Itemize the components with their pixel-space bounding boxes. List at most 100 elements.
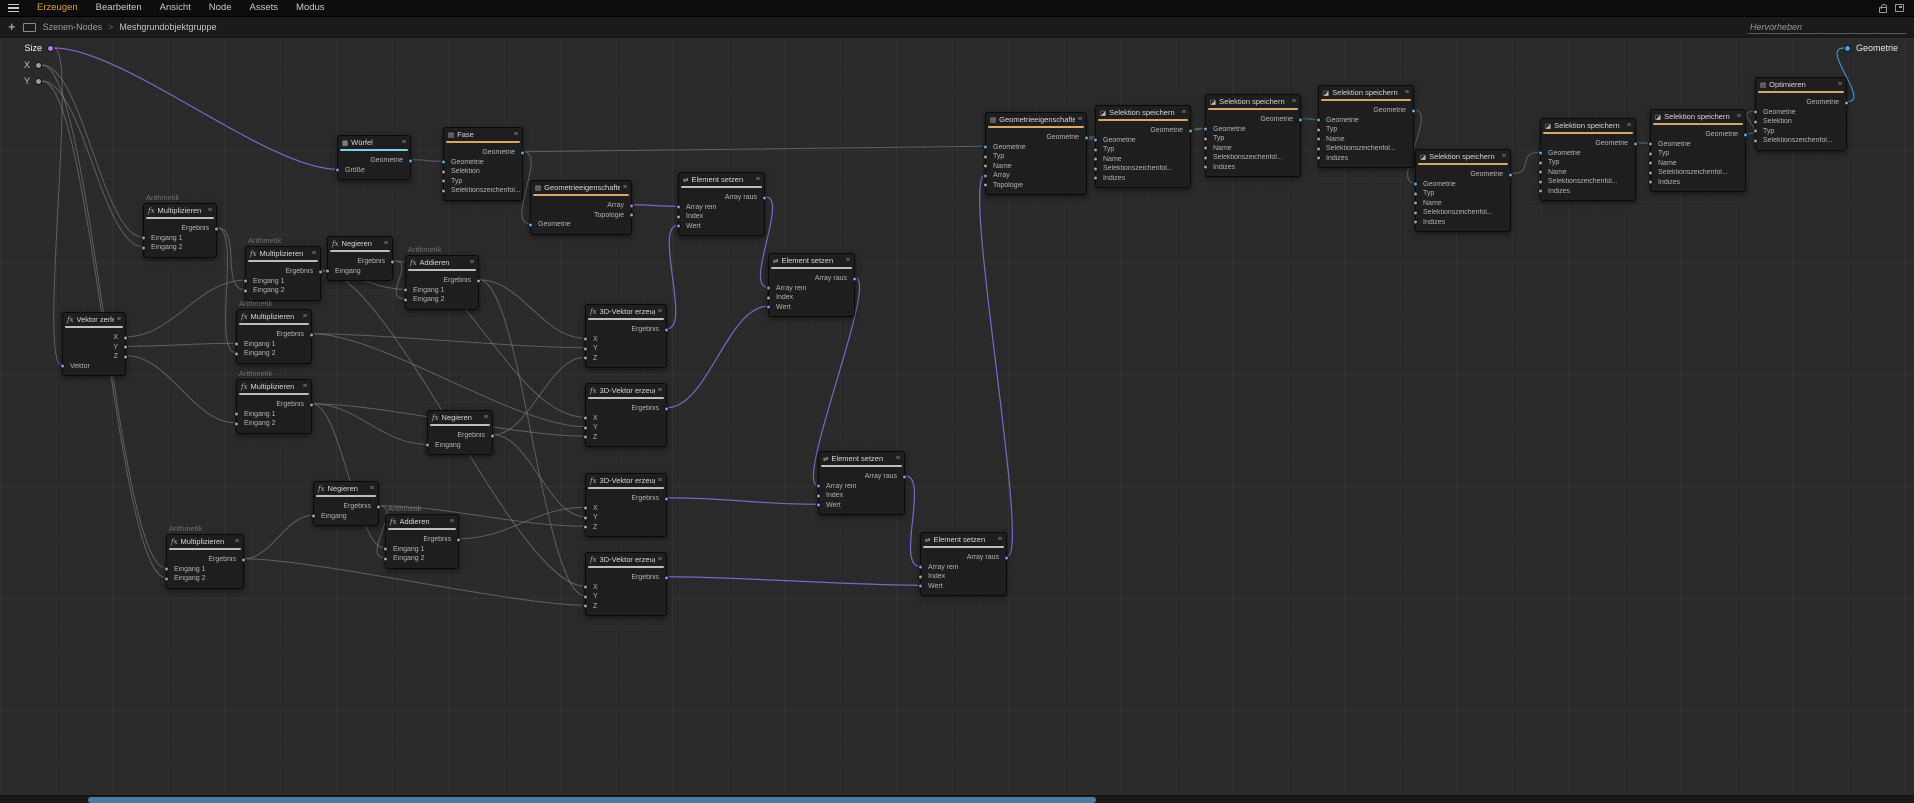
menu-ansicht[interactable]: Ansicht	[159, 2, 191, 13]
port-dot[interactable]	[1413, 200, 1418, 206]
horizontal-scrollbar-track[interactable]	[0, 795, 1914, 803]
port-dot[interactable]	[441, 188, 446, 194]
node-menu-icon[interactable]: ≡	[207, 207, 212, 214]
port-z[interactable]: Z	[583, 602, 666, 612]
port-indizes[interactable]: Indizes	[1203, 163, 1300, 173]
node-menu-icon[interactable]: ≡	[1181, 109, 1186, 116]
port-indizes[interactable]: Indizes	[1413, 218, 1510, 228]
scene-icon[interactable]	[22, 22, 36, 32]
node-menu-icon[interactable]: ≡	[1736, 113, 1741, 120]
port-name[interactable]: Name	[1203, 144, 1300, 154]
port-dot[interactable]	[1316, 146, 1321, 152]
port-geometrie[interactable]: Geometrie	[1206, 115, 1303, 125]
port-dot[interactable]	[1413, 210, 1418, 216]
graph-input-port[interactable]	[47, 44, 54, 52]
panel-icon[interactable]	[1895, 4, 1904, 12]
node-menu-icon[interactable]: ≡	[513, 131, 518, 138]
node-menu-icon[interactable]: ≡	[657, 556, 662, 563]
port-dot[interactable]	[441, 169, 446, 175]
port-dot[interactable]	[1413, 219, 1418, 225]
port-dot[interactable]	[441, 159, 446, 165]
port-dot[interactable]	[1203, 155, 1208, 161]
node-menu-icon[interactable]: ≡	[1291, 98, 1296, 105]
node-menu-icon[interactable]: ≡	[657, 387, 662, 394]
node-menu-icon[interactable]: ≡	[1626, 122, 1631, 129]
port-dot[interactable]	[983, 154, 988, 160]
node-menu-icon[interactable]: ≡	[311, 250, 316, 257]
port-dot[interactable]	[441, 178, 446, 184]
port-dot[interactable]	[1316, 155, 1321, 161]
port-selektionszeichenfol[interactable]: Selektionszeichenfol...	[441, 186, 522, 196]
breadcrumb-current[interactable]: Meshgrundobjektgruppe	[119, 22, 217, 32]
port-selektionszeichenfol[interactable]: Selektionszeichenfol...	[1413, 208, 1510, 218]
port-name[interactable]: Name	[1316, 135, 1413, 145]
port-dot[interactable]	[1633, 141, 1638, 147]
port-typ[interactable]: Typ	[1316, 125, 1413, 135]
port-dot[interactable]	[1203, 136, 1208, 142]
port-dot[interactable]	[1648, 179, 1653, 185]
graph-output-port[interactable]	[1844, 44, 1851, 52]
port-dot[interactable]	[1093, 147, 1098, 153]
port-eingang-2[interactable]: Eingang 2	[234, 349, 311, 359]
port-geometrie[interactable]: Geometrie	[1541, 139, 1638, 149]
port-dot[interactable]	[983, 163, 988, 169]
node-geoprops2[interactable]: ▤Geometrieeigenschaften...≡GeometrieGeom…	[983, 112, 1089, 195]
node-menu-icon[interactable]: ≡	[383, 240, 388, 247]
port-geometrie[interactable]: Geometrie	[1648, 140, 1745, 150]
node-menu-icon[interactable]: ≡	[1077, 116, 1082, 123]
node-menu-icon[interactable]: ≡	[302, 313, 307, 320]
port-dot[interactable]	[1648, 160, 1653, 166]
port-typ[interactable]: Typ	[1648, 149, 1745, 159]
port-dot[interactable]	[1413, 191, 1418, 197]
node-menu-icon[interactable]: ≡	[845, 257, 850, 264]
highlight-search-input[interactable]	[1748, 20, 1906, 34]
port-indizes[interactable]: Indizes	[1093, 174, 1190, 184]
node-menu-icon[interactable]: ≡	[1501, 153, 1506, 160]
port-dot[interactable]	[164, 576, 169, 582]
port-dot[interactable]	[1093, 166, 1098, 172]
menu-modus[interactable]: Modus	[296, 2, 325, 13]
horizontal-scrollbar-thumb[interactable]	[88, 797, 1096, 803]
port-dot[interactable]	[1203, 164, 1208, 170]
port-indizes[interactable]: Indizes	[1316, 154, 1413, 164]
hamburger-menu-icon[interactable]	[8, 2, 24, 14]
port-geometrie[interactable]: Geometrie	[441, 158, 522, 168]
port-dot[interactable]	[1538, 179, 1543, 185]
node-menu-icon[interactable]: ≡	[895, 455, 900, 462]
port-name[interactable]: Name	[1413, 199, 1510, 209]
port-selektionszeichenfol[interactable]: Selektionszeichenfol...	[1648, 168, 1745, 178]
menu-erzeugen[interactable]: Erzeugen	[37, 2, 78, 13]
port-dot[interactable]	[1538, 188, 1543, 194]
node-menu-icon[interactable]: ≡	[657, 477, 662, 484]
breadcrumb-root[interactable]: Szenen-Nodes	[42, 22, 103, 32]
port-selektion[interactable]: Selektion	[441, 167, 522, 177]
node-menu-icon[interactable]: ≡	[234, 538, 239, 545]
port-dot[interactable]	[1298, 117, 1303, 123]
port-typ[interactable]: Typ	[1413, 189, 1510, 199]
port-dot[interactable]	[1648, 151, 1653, 157]
port-name[interactable]: Name	[1093, 155, 1190, 165]
node-menu-icon[interactable]: ≡	[302, 383, 307, 390]
port-eingang-2[interactable]: Eingang 2	[164, 574, 243, 584]
menu-node[interactable]: Node	[208, 2, 232, 13]
graph-input-port[interactable]	[35, 77, 42, 85]
node-menu-icon[interactable]: ≡	[622, 184, 627, 191]
node-menu-icon[interactable]: ≡	[401, 139, 406, 146]
port-dot[interactable]	[583, 603, 588, 609]
port-dot[interactable]	[1093, 175, 1098, 181]
port-selektionszeichenfol[interactable]: Selektionszeichenfol...	[1316, 144, 1413, 154]
port-dot[interactable]	[629, 212, 634, 218]
port-index[interactable]: Index	[676, 212, 764, 222]
port-selektionszeichenfol[interactable]: Selektionszeichenfol...	[1203, 153, 1300, 163]
port-name[interactable]: Name	[1648, 159, 1745, 169]
